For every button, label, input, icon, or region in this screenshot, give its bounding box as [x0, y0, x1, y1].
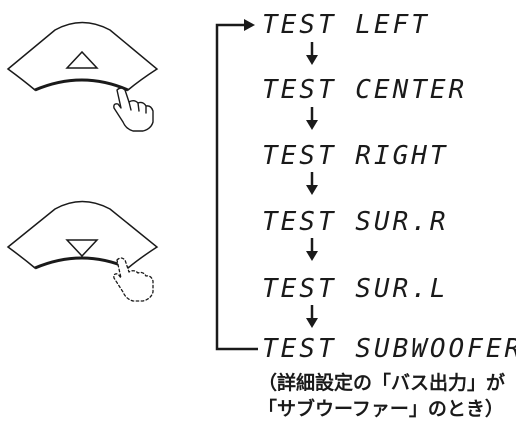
step-test-right: TEST RIGHT [262, 141, 449, 171]
flow-arrows [306, 42, 318, 328]
note-line-2: 「サブウーファー」のとき） [258, 398, 504, 420]
step-test-sur-r: TEST SUR.R [262, 207, 449, 237]
step-test-center: TEST CENTER [262, 75, 468, 105]
step-test-left: TEST LEFT [262, 10, 430, 40]
down-button[interactable] [6, 200, 159, 270]
down-arrow-icon [306, 107, 318, 130]
note-line-1: （詳細設定の「バス出力」が [258, 372, 506, 394]
triangle-up-icon [65, 50, 99, 69]
step-test-sur-l: TEST SUR.L [262, 274, 449, 304]
pressing-hand-dotted-icon [113, 257, 154, 302]
loop-bracket [215, 19, 258, 351]
down-arrow-icon [306, 172, 318, 195]
pressing-hand-icon [113, 87, 154, 132]
down-arrow-icon [306, 238, 318, 261]
up-button[interactable] [6, 21, 159, 92]
down-arrow-icon [306, 305, 318, 328]
step-test-subwoofer: TEST SUBWOOFER [262, 334, 516, 364]
down-arrow-icon [306, 42, 318, 65]
triangle-down-icon [65, 239, 99, 258]
